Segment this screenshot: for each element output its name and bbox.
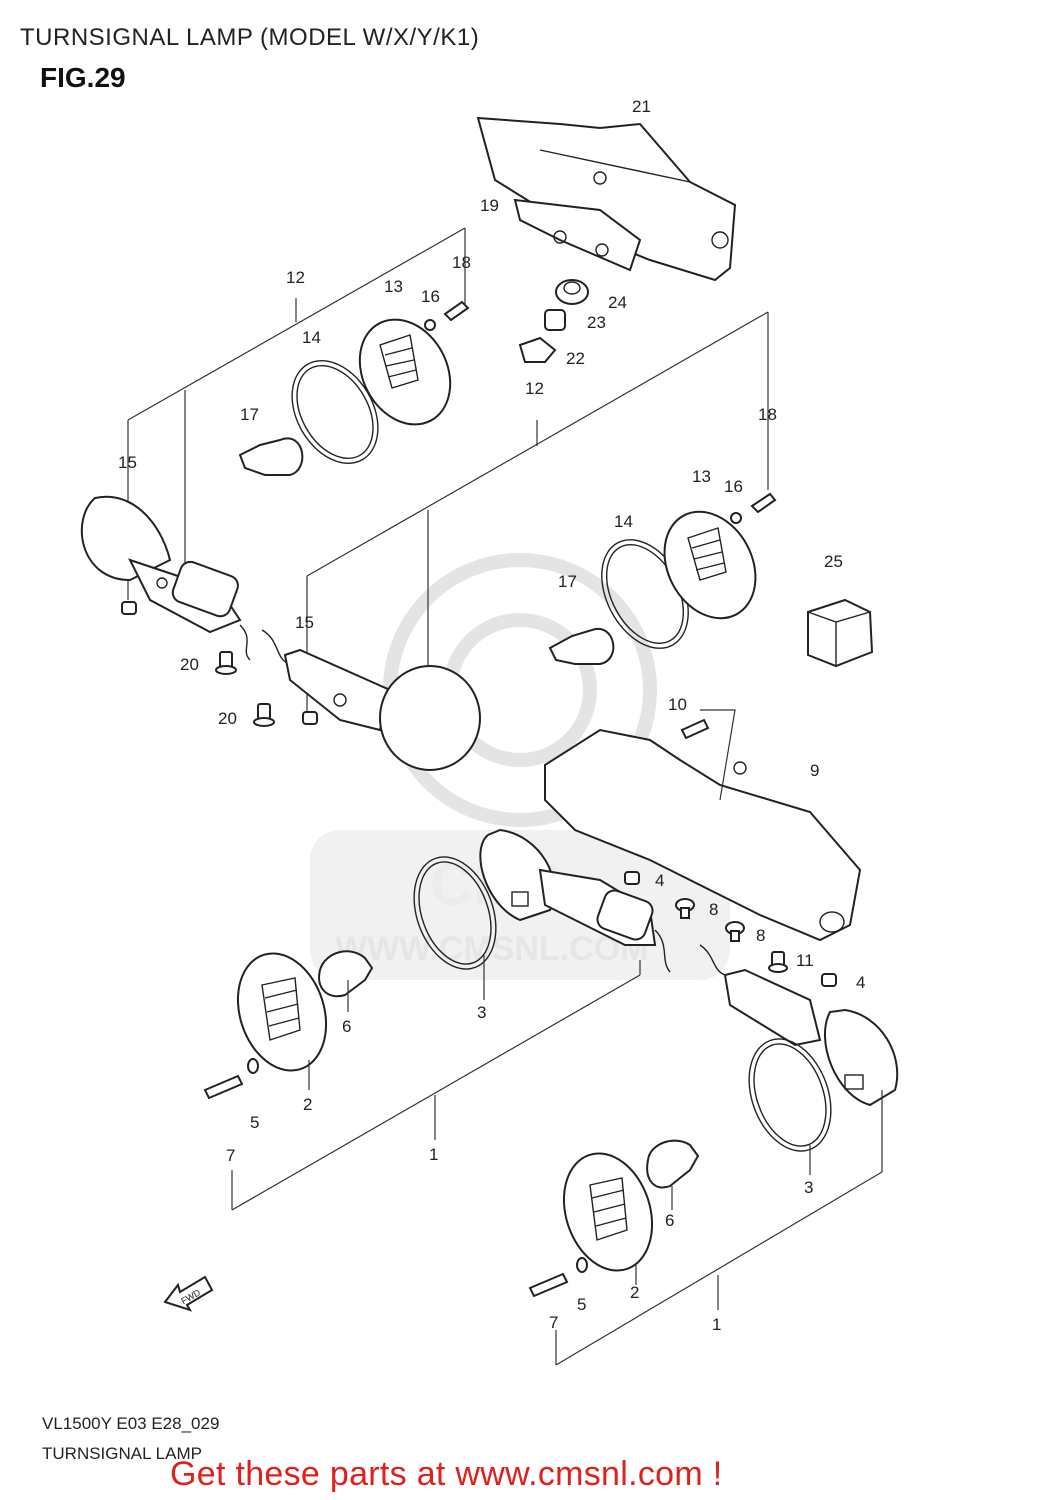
callout-8-a: 8 <box>709 900 718 919</box>
callout-11: 11 <box>796 951 814 970</box>
part-2-lens-left <box>236 952 328 1072</box>
part-6-bulb-right <box>646 1139 700 1189</box>
footer-diagram-code: VL1500Y E03 E28_029 <box>42 1414 220 1433</box>
part-17-bulb-right <box>548 627 615 665</box>
callout-4-a: 4 <box>655 871 664 890</box>
callout-12-upper: 12 <box>286 268 305 287</box>
callout-1-right: 1 <box>712 1315 721 1334</box>
callout-3-left: 3 <box>477 1003 486 1022</box>
callout-2-left: 2 <box>303 1095 312 1114</box>
callout-16-right: 16 <box>724 477 743 496</box>
part-5-washer-left <box>247 1058 259 1074</box>
callout-13-right: 13 <box>692 467 711 486</box>
callout-12-center: 12 <box>525 379 544 398</box>
callout-17-right: 17 <box>558 572 577 591</box>
part-3-gasket-left <box>413 856 497 970</box>
assembly-1-right-frame <box>555 1090 883 1366</box>
callout-14-upper: 14 <box>302 328 321 347</box>
callout-9: 9 <box>810 761 819 780</box>
fwd-arrow-icon: FWD <box>163 1275 214 1312</box>
callout-21: 21 <box>632 97 651 116</box>
callout-18-upper: 18 <box>452 253 471 272</box>
callout-labels: 21 19 18 12 13 16 24 23 14 22 12 18 17 1… <box>118 97 865 1334</box>
part-18-screw-upper-left <box>443 300 470 322</box>
part-2-lens-right <box>562 1152 654 1272</box>
part-18-screw-right <box>750 492 777 514</box>
promo-link[interactable]: Get these parts at www.cmsnl.com ! <box>170 1455 723 1493</box>
part-1-front-lamp-body-right <box>699 944 899 1107</box>
callout-6-right: 6 <box>665 1211 674 1230</box>
callout-13-upper: 13 <box>384 277 403 296</box>
part-5-washer-right <box>576 1257 588 1273</box>
assembly-1-left-frame <box>231 955 641 1211</box>
part-4-screw-a <box>624 871 640 885</box>
part-15-upper-lamp-body <box>80 495 251 661</box>
part-15-center-lamp-body <box>261 629 481 771</box>
part-6-bulb-left <box>318 950 374 998</box>
callout-24: 24 <box>608 293 627 312</box>
part-13-lens-right <box>663 510 757 620</box>
callout-23: 23 <box>587 313 606 332</box>
part-20-screw-b <box>253 703 275 727</box>
part-9-bracket <box>544 709 862 942</box>
callout-15-upper: 15 <box>118 453 137 472</box>
callout-15-center: 15 <box>295 613 314 632</box>
callout-18-right: 18 <box>758 405 777 424</box>
part-15-screw-upper <box>121 601 137 615</box>
part-16-washer-upper-left <box>424 319 436 331</box>
part-25-relay <box>807 598 874 668</box>
callout-22: 22 <box>566 349 585 368</box>
part-16-washer-right <box>730 512 742 524</box>
callout-10: 10 <box>668 695 687 714</box>
callout-20-a: 20 <box>180 655 199 674</box>
part-19-plate <box>513 198 642 272</box>
page-title: TURNSIGNAL LAMP (MODEL W/X/Y/K1) <box>20 24 480 51</box>
part-24-grommet <box>555 279 589 305</box>
part-22-nut <box>518 336 557 363</box>
callout-3-right: 3 <box>804 1178 813 1197</box>
callout-5-right: 5 <box>577 1295 586 1314</box>
part-11-screw <box>768 951 788 973</box>
callout-7-left: 7 <box>226 1146 235 1165</box>
part-1-front-lamp-body-left <box>479 828 671 973</box>
part-10-screw <box>680 718 710 740</box>
callout-17-upper: 17 <box>240 405 259 424</box>
part-23-collar <box>544 309 566 331</box>
callout-5-left: 5 <box>250 1113 259 1132</box>
part-20-screw-a <box>215 651 237 675</box>
callout-1-left: 1 <box>429 1145 438 1164</box>
callout-8-b: 8 <box>756 926 765 945</box>
callout-25: 25 <box>824 552 843 571</box>
callout-20-b: 20 <box>218 709 237 728</box>
callout-14-right: 14 <box>614 512 633 531</box>
assembly-12-upper-frame <box>127 227 769 720</box>
figure-label: FIG.29 <box>40 62 126 93</box>
part-8-screw-b <box>725 921 745 942</box>
callout-7-right: 7 <box>549 1313 558 1332</box>
part-17-bulb-upper-left <box>238 437 304 476</box>
part-4-screw-b <box>821 973 837 987</box>
callout-16-upper: 16 <box>421 287 440 306</box>
callout-6-left: 6 <box>342 1017 351 1036</box>
callout-4-b: 4 <box>856 973 865 992</box>
callout-19: 19 <box>480 196 499 215</box>
footer-diagram-name: TURNSIGNAL LAMP <box>42 1444 202 1463</box>
callout-2-right: 2 <box>630 1283 639 1302</box>
part-7-screw-left <box>203 1074 244 1100</box>
part-7-screw-right <box>528 1272 569 1298</box>
part-13-lens-upper-left <box>358 318 452 426</box>
part-8-screw-a <box>675 898 695 919</box>
